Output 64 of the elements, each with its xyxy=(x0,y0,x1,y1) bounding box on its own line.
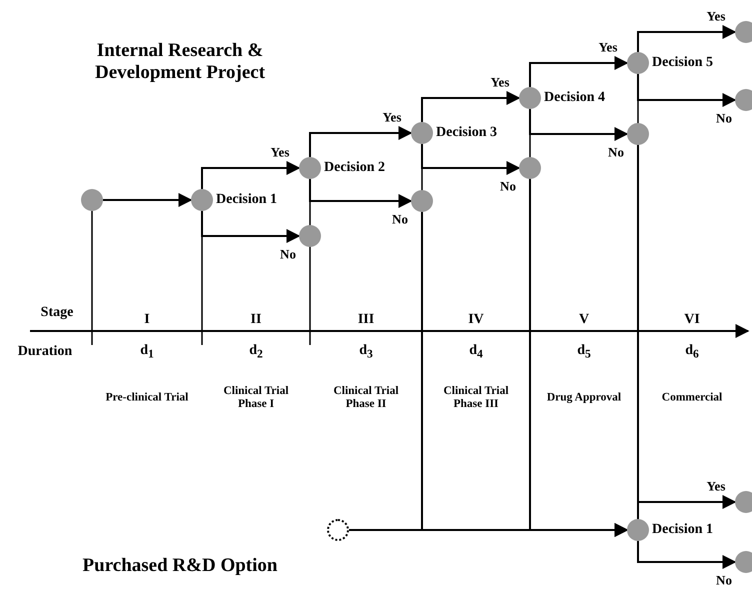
stage-label: Duration xyxy=(16,344,74,360)
stage-label: V xyxy=(578,312,590,328)
arrow xyxy=(637,541,736,569)
edge-label: Yes xyxy=(270,146,290,158)
stage-label: II xyxy=(250,312,262,328)
arrow xyxy=(529,109,628,141)
stage-label: III xyxy=(356,312,376,328)
chance-circle xyxy=(735,491,752,513)
section-heading: Purchased R&D Option xyxy=(82,555,278,577)
arrow xyxy=(309,126,412,157)
edge-label: No xyxy=(607,146,625,158)
decision-label: Decision 1 xyxy=(652,522,714,538)
decision-label: Decision 1 xyxy=(216,192,278,208)
arrow xyxy=(421,91,520,122)
edge-label: No xyxy=(391,212,409,226)
chance-circle xyxy=(735,89,752,111)
stage-label: d$_{1}$ xyxy=(139,342,155,362)
chance-circle xyxy=(735,21,752,43)
stage-label: d$_{4}$ xyxy=(468,342,484,362)
chance-circle xyxy=(519,157,541,179)
arrow xyxy=(103,193,192,207)
chance-circle xyxy=(735,551,752,573)
stage-label: d$_{2}$ xyxy=(248,342,264,362)
arrow xyxy=(637,495,736,519)
stage-label: VI xyxy=(683,312,701,328)
decision-label: Decision 4 xyxy=(544,90,606,106)
stage-label: IV xyxy=(467,312,485,328)
stage-name: Clinical Trial Phase I xyxy=(222,384,290,412)
edge-label: Yes xyxy=(598,40,618,54)
decision-label: Decision 5 xyxy=(652,55,714,71)
arrow xyxy=(529,179,628,537)
stage-name: Drug Approval xyxy=(546,391,622,405)
chance-circle xyxy=(627,123,649,145)
edge-label: Yes xyxy=(706,10,726,22)
stage-label: d$_{5}$ xyxy=(576,342,592,362)
arrow xyxy=(309,179,412,208)
arrow xyxy=(201,161,300,189)
edge-label: No xyxy=(279,248,297,260)
edge-label: No xyxy=(715,574,733,586)
section-heading: Internal Research & Development Project xyxy=(94,40,266,84)
decision-label: Decision 2 xyxy=(324,160,386,176)
edge-label: No xyxy=(499,180,517,192)
stage-name: Clinical Trial Phase III xyxy=(442,384,510,412)
chance-circle xyxy=(299,225,321,247)
stage-name: Commercial xyxy=(660,391,724,405)
arrow xyxy=(421,144,520,175)
stage-label: I xyxy=(143,312,151,328)
stage-name: Clinical Trial Phase II xyxy=(332,384,400,412)
stage-label: d$_{3}$ xyxy=(358,342,374,362)
stage-label: Stage xyxy=(40,304,74,322)
stage-name: Pre-clinical Trial xyxy=(104,391,190,405)
arrow xyxy=(637,25,736,52)
chance-circle xyxy=(81,189,103,211)
stage-label: d$_{6}$ xyxy=(684,342,700,362)
arrow xyxy=(201,211,300,243)
dotted-circle xyxy=(327,519,349,541)
edge-label: Yes xyxy=(382,110,402,124)
edge-label: No xyxy=(715,112,733,124)
edge-label: Yes xyxy=(706,480,726,492)
chance-circle xyxy=(411,190,433,212)
arrow xyxy=(637,74,736,107)
decision-label: Decision 3 xyxy=(436,125,498,141)
edge-label: Yes xyxy=(490,76,510,88)
arrow xyxy=(529,56,628,87)
